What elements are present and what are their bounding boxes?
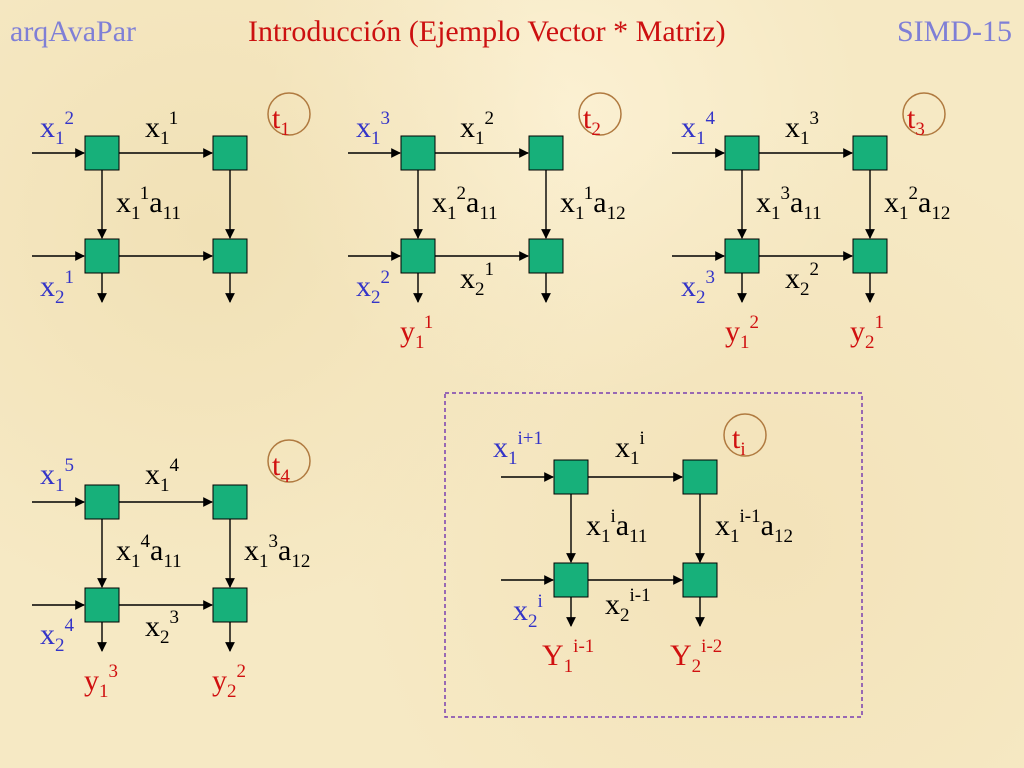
label-t4: t4 xyxy=(272,449,290,487)
slide-number: SIMD-15 xyxy=(896,15,1012,48)
label-p3-y1: y12 xyxy=(725,312,759,353)
label-p2-in1: x13 xyxy=(356,108,390,149)
label-p5-y2: Y2i-2 xyxy=(670,636,722,677)
label-p5-in2: x2i xyxy=(513,591,543,632)
ti-circle xyxy=(723,413,767,457)
label-p5-v2: x1i-1a12 xyxy=(715,506,793,547)
label-p1-v: x11a11 xyxy=(116,183,181,224)
label-p4-mid: x14 xyxy=(145,455,180,496)
p5-processing-node-3 xyxy=(553,562,589,598)
label-p2-in2: x22 xyxy=(356,267,390,308)
label-p3-in1: x14 xyxy=(681,108,716,149)
label-p5-y1: Y1i-1 xyxy=(542,636,594,677)
label-p1-mid: x11 xyxy=(145,108,178,149)
label-p2-v1: x12a11 xyxy=(432,183,498,224)
p4-processing-node-1 xyxy=(84,484,120,520)
p2-processing-node-4 xyxy=(528,238,564,274)
label-p3-v1: x13a11 xyxy=(756,183,822,224)
p5-processing-node-2 xyxy=(682,459,718,495)
p3-processing-node-2 xyxy=(852,135,888,171)
general-case-box xyxy=(444,392,863,718)
p1-processing-node-3 xyxy=(84,238,120,274)
t2-circle xyxy=(578,92,622,136)
t1-circle xyxy=(267,92,311,136)
p4-processing-node-2 xyxy=(212,484,248,520)
label-p2-v2: x11a12 xyxy=(560,183,626,224)
t3-circle xyxy=(902,92,946,136)
p3-processing-node-4 xyxy=(852,238,888,274)
label-p4-in2: x24 xyxy=(40,615,75,656)
label-p4-y1: y13 xyxy=(84,661,118,702)
p4-processing-node-3 xyxy=(84,587,120,623)
p1-processing-node-1 xyxy=(84,135,120,171)
p4-processing-node-4 xyxy=(212,587,248,623)
p2-processing-node-2 xyxy=(528,135,564,171)
label-p5-bot: x2i-1 xyxy=(605,585,651,626)
label-p4-v1: x14a11 xyxy=(116,531,182,572)
label-t1: t1 xyxy=(272,102,290,140)
label-p2-y1: y11 xyxy=(400,312,433,353)
label-p3-y2: y21 xyxy=(850,312,884,353)
label-p4-bot: x23 xyxy=(145,607,179,648)
label-p2-bot: x21 xyxy=(460,259,494,300)
label-p4-v2: x13a12 xyxy=(244,531,310,572)
p2-processing-node-1 xyxy=(400,135,436,171)
p1-processing-node-2 xyxy=(212,135,248,171)
slide-title: Introducción (Ejemplo Vector * Matriz) xyxy=(248,15,726,48)
label-p4-y2: y22 xyxy=(212,661,246,702)
label-p3-mid: x13 xyxy=(785,108,819,149)
label-p5-mid: x1i xyxy=(615,428,645,469)
label-p4-in1: x15 xyxy=(40,455,74,496)
label-p2-mid: x12 xyxy=(460,108,494,149)
label-t2: t2 xyxy=(583,102,601,140)
p1-processing-node-4 xyxy=(212,238,248,274)
course-name: arqAvaPar xyxy=(10,15,137,48)
label-p1-in2: x21 xyxy=(40,267,74,308)
p2-processing-node-3 xyxy=(400,238,436,274)
label-ti: ti xyxy=(732,422,746,460)
p5-processing-node-1 xyxy=(553,459,589,495)
t4-circle xyxy=(267,439,311,483)
label-p3-v2: x12a12 xyxy=(884,183,950,224)
label-p1-in1: x12 xyxy=(40,108,74,149)
label-p5-in1: x1i+1 xyxy=(493,428,543,469)
p5-processing-node-4 xyxy=(682,562,718,598)
label-p5-v1: x1ia11 xyxy=(586,506,647,547)
label-p3-bot: x22 xyxy=(785,259,819,300)
label-t3: t3 xyxy=(907,102,925,140)
p3-processing-node-3 xyxy=(724,238,760,274)
p3-processing-node-1 xyxy=(724,135,760,171)
label-p3-in2: x23 xyxy=(681,267,715,308)
